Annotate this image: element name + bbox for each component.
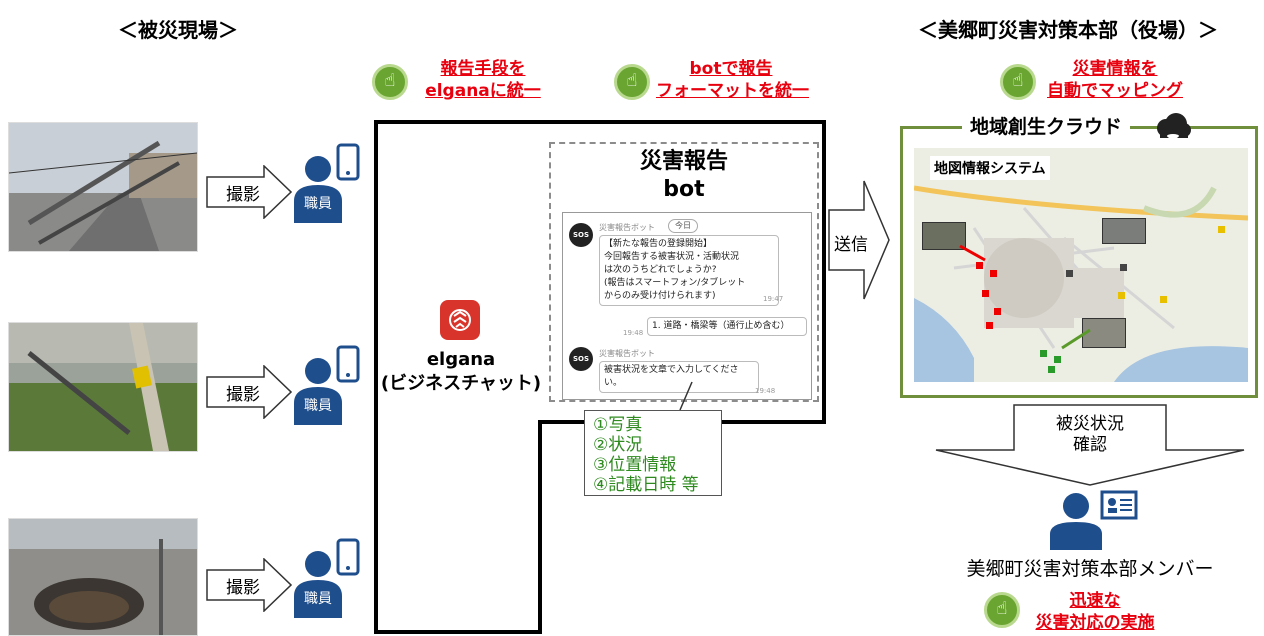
callout-auto-mapping: 災害情報を 自動でマッピング (1040, 58, 1190, 102)
staff-with-phone-1: 職員 (294, 143, 364, 223)
callout-line: botで報告 (689, 59, 773, 79)
gis-label: 地図情報システム (930, 156, 1050, 180)
callout-unify-format: botで報告 フォーマットを統一 (656, 58, 809, 102)
message-line: 今回報告する被害状況・活動状況 (604, 252, 740, 262)
chat-screenshot: SOS 災害報告ボット 今日 【新たな報告の登録開始】 今回報告する被害状況・活… (562, 212, 812, 400)
report-item: ②状況 (593, 435, 643, 455)
map-pin-yellow[interactable] (1160, 296, 1167, 303)
map-photo-thumb[interactable] (1082, 318, 1126, 348)
report-item: ④記載日時 等 (593, 475, 699, 495)
callout-unify-means: 報告手段を elganaに統一 (418, 58, 548, 102)
message-line: (報告はスマートフォン/タブレット (604, 278, 746, 288)
map-pin-black[interactable] (1120, 264, 1127, 271)
map-photo-thumb[interactable] (1102, 218, 1146, 244)
app-name: elgana (426, 349, 496, 370)
staff-label: 職員 (304, 398, 332, 414)
timestamp: 19:48 (755, 387, 776, 395)
bot-message-2: 被害状況を文章で入力してくださ い。 (599, 361, 759, 393)
today-badge[interactable]: 今日 (668, 219, 698, 233)
pointing-hand-icon: ☝ (614, 64, 650, 100)
shoot-label: 撮影 (226, 385, 260, 405)
shoot-arrow-1: 撮影 (206, 164, 293, 223)
shoot-label: 撮影 (226, 185, 260, 205)
sos-icon: SOS (569, 347, 593, 371)
map-pin-red[interactable] (982, 290, 989, 297)
shoot-arrow-3: 撮影 (206, 557, 293, 616)
pointing-hand-icon: ☝ (1000, 64, 1036, 100)
timestamp: 19:47 (763, 295, 784, 303)
bot-title: 災害報告 bot (549, 148, 819, 204)
bot-title-line: 災害報告 (639, 149, 728, 174)
staff-label: 職員 (304, 196, 332, 212)
callout-rapid-response: 迅速な 災害対応の実施 (1020, 590, 1170, 634)
items-pointer (679, 381, 693, 411)
map-pin-red[interactable] (986, 322, 993, 329)
app-subtitle: (ビジネスチャット) (380, 373, 542, 394)
map-photo-thumb[interactable] (922, 222, 966, 250)
map-pin-red[interactable] (976, 262, 983, 269)
cloud-title: 地域創生クラウド (962, 112, 1131, 139)
map-pin-green[interactable] (1040, 350, 1047, 357)
report-item: ①写真 (593, 415, 643, 435)
elgana-logo-icon (440, 300, 480, 340)
message-line: 被害状況を文章で入力してくださ (604, 365, 739, 375)
confirm-line: 確認 (1073, 435, 1107, 455)
map-pin-green[interactable] (1048, 366, 1055, 373)
gis-map[interactable] (914, 148, 1248, 382)
map-pin-green[interactable] (1054, 356, 1061, 363)
message-line: 【新たな報告の登録開始】 (604, 239, 713, 249)
map-pin-red[interactable] (990, 270, 997, 277)
elgana-frame (374, 120, 826, 634)
callout-line: 自動でマッピング (1047, 81, 1183, 101)
staff-with-phone-3: 職員 (294, 538, 364, 618)
user-reply: 1. 道路・橋梁等（通行止め含む） (647, 317, 807, 336)
staff-with-phone-2: 職員 (294, 345, 364, 425)
bot-sender: 災害報告ボット (599, 223, 655, 232)
bot-sender: 災害報告ボット (599, 349, 655, 358)
callout-line: 災害対応の実施 (1035, 613, 1155, 633)
map-pin-yellow[interactable] (1218, 226, 1225, 233)
message-line: は次のうちどれでしょうか? (604, 265, 717, 275)
message-line: からのみ受け付けられます) (604, 291, 716, 301)
bot-title-line: bot (663, 177, 705, 202)
map-pin-red[interactable] (994, 308, 1001, 315)
sos-icon: SOS (569, 223, 593, 247)
hq-header: ＜美郷町災害対策本部（役場）＞ (918, 18, 1218, 42)
callout-line: elganaに統一 (425, 81, 541, 101)
callout-line: 報告手段を (440, 59, 526, 79)
pointing-hand-icon: ☝ (984, 592, 1020, 628)
map-link-lines (959, 244, 1091, 350)
send-label: 送信 (834, 235, 868, 255)
message-line: い。 (604, 378, 623, 388)
photo-road-sinkhole (8, 518, 198, 636)
callout-line: 災害情報を (1072, 59, 1158, 79)
report-items-box: ①写真 ②状況 ③位置情報 ④記載日時 等 (584, 410, 722, 496)
map-pin-yellow[interactable] (1118, 292, 1125, 299)
bot-message-1: 【新たな報告の登録開始】 今回報告する被害状況・活動状況 は次のうちどれでしょう… (599, 235, 779, 306)
timestamp: 19:48 (623, 329, 644, 337)
shoot-arrow-2: 撮影 (206, 364, 293, 423)
map-pin-black[interactable] (1066, 270, 1073, 277)
send-arrow: 送信 (828, 180, 890, 304)
callout-line: フォーマットを統一 (656, 81, 809, 101)
photo-tilted-pole (8, 322, 198, 452)
elgana-name-block: elgana (ビジネスチャット) (380, 348, 542, 396)
staff-label: 職員 (304, 591, 332, 607)
shoot-label: 撮影 (226, 578, 260, 598)
report-item: ③位置情報 (593, 455, 677, 475)
pointing-hand-icon: ☝ (372, 64, 408, 100)
callout-line: 迅速な (1069, 591, 1121, 611)
scene-header: ＜被災現場＞ (118, 18, 238, 42)
photo-fallen-poles (8, 122, 198, 252)
confirm-arrow: 被災状況 確認 (934, 404, 1246, 490)
confirm-line: 被災状況 (1056, 414, 1124, 434)
hq-member-icon (1050, 490, 1140, 550)
hq-member-label: 美郷町災害対策本部メンバー (966, 558, 1214, 580)
cloud-icon (1152, 112, 1192, 144)
confirm-label: 被災状況 確認 (934, 414, 1246, 456)
